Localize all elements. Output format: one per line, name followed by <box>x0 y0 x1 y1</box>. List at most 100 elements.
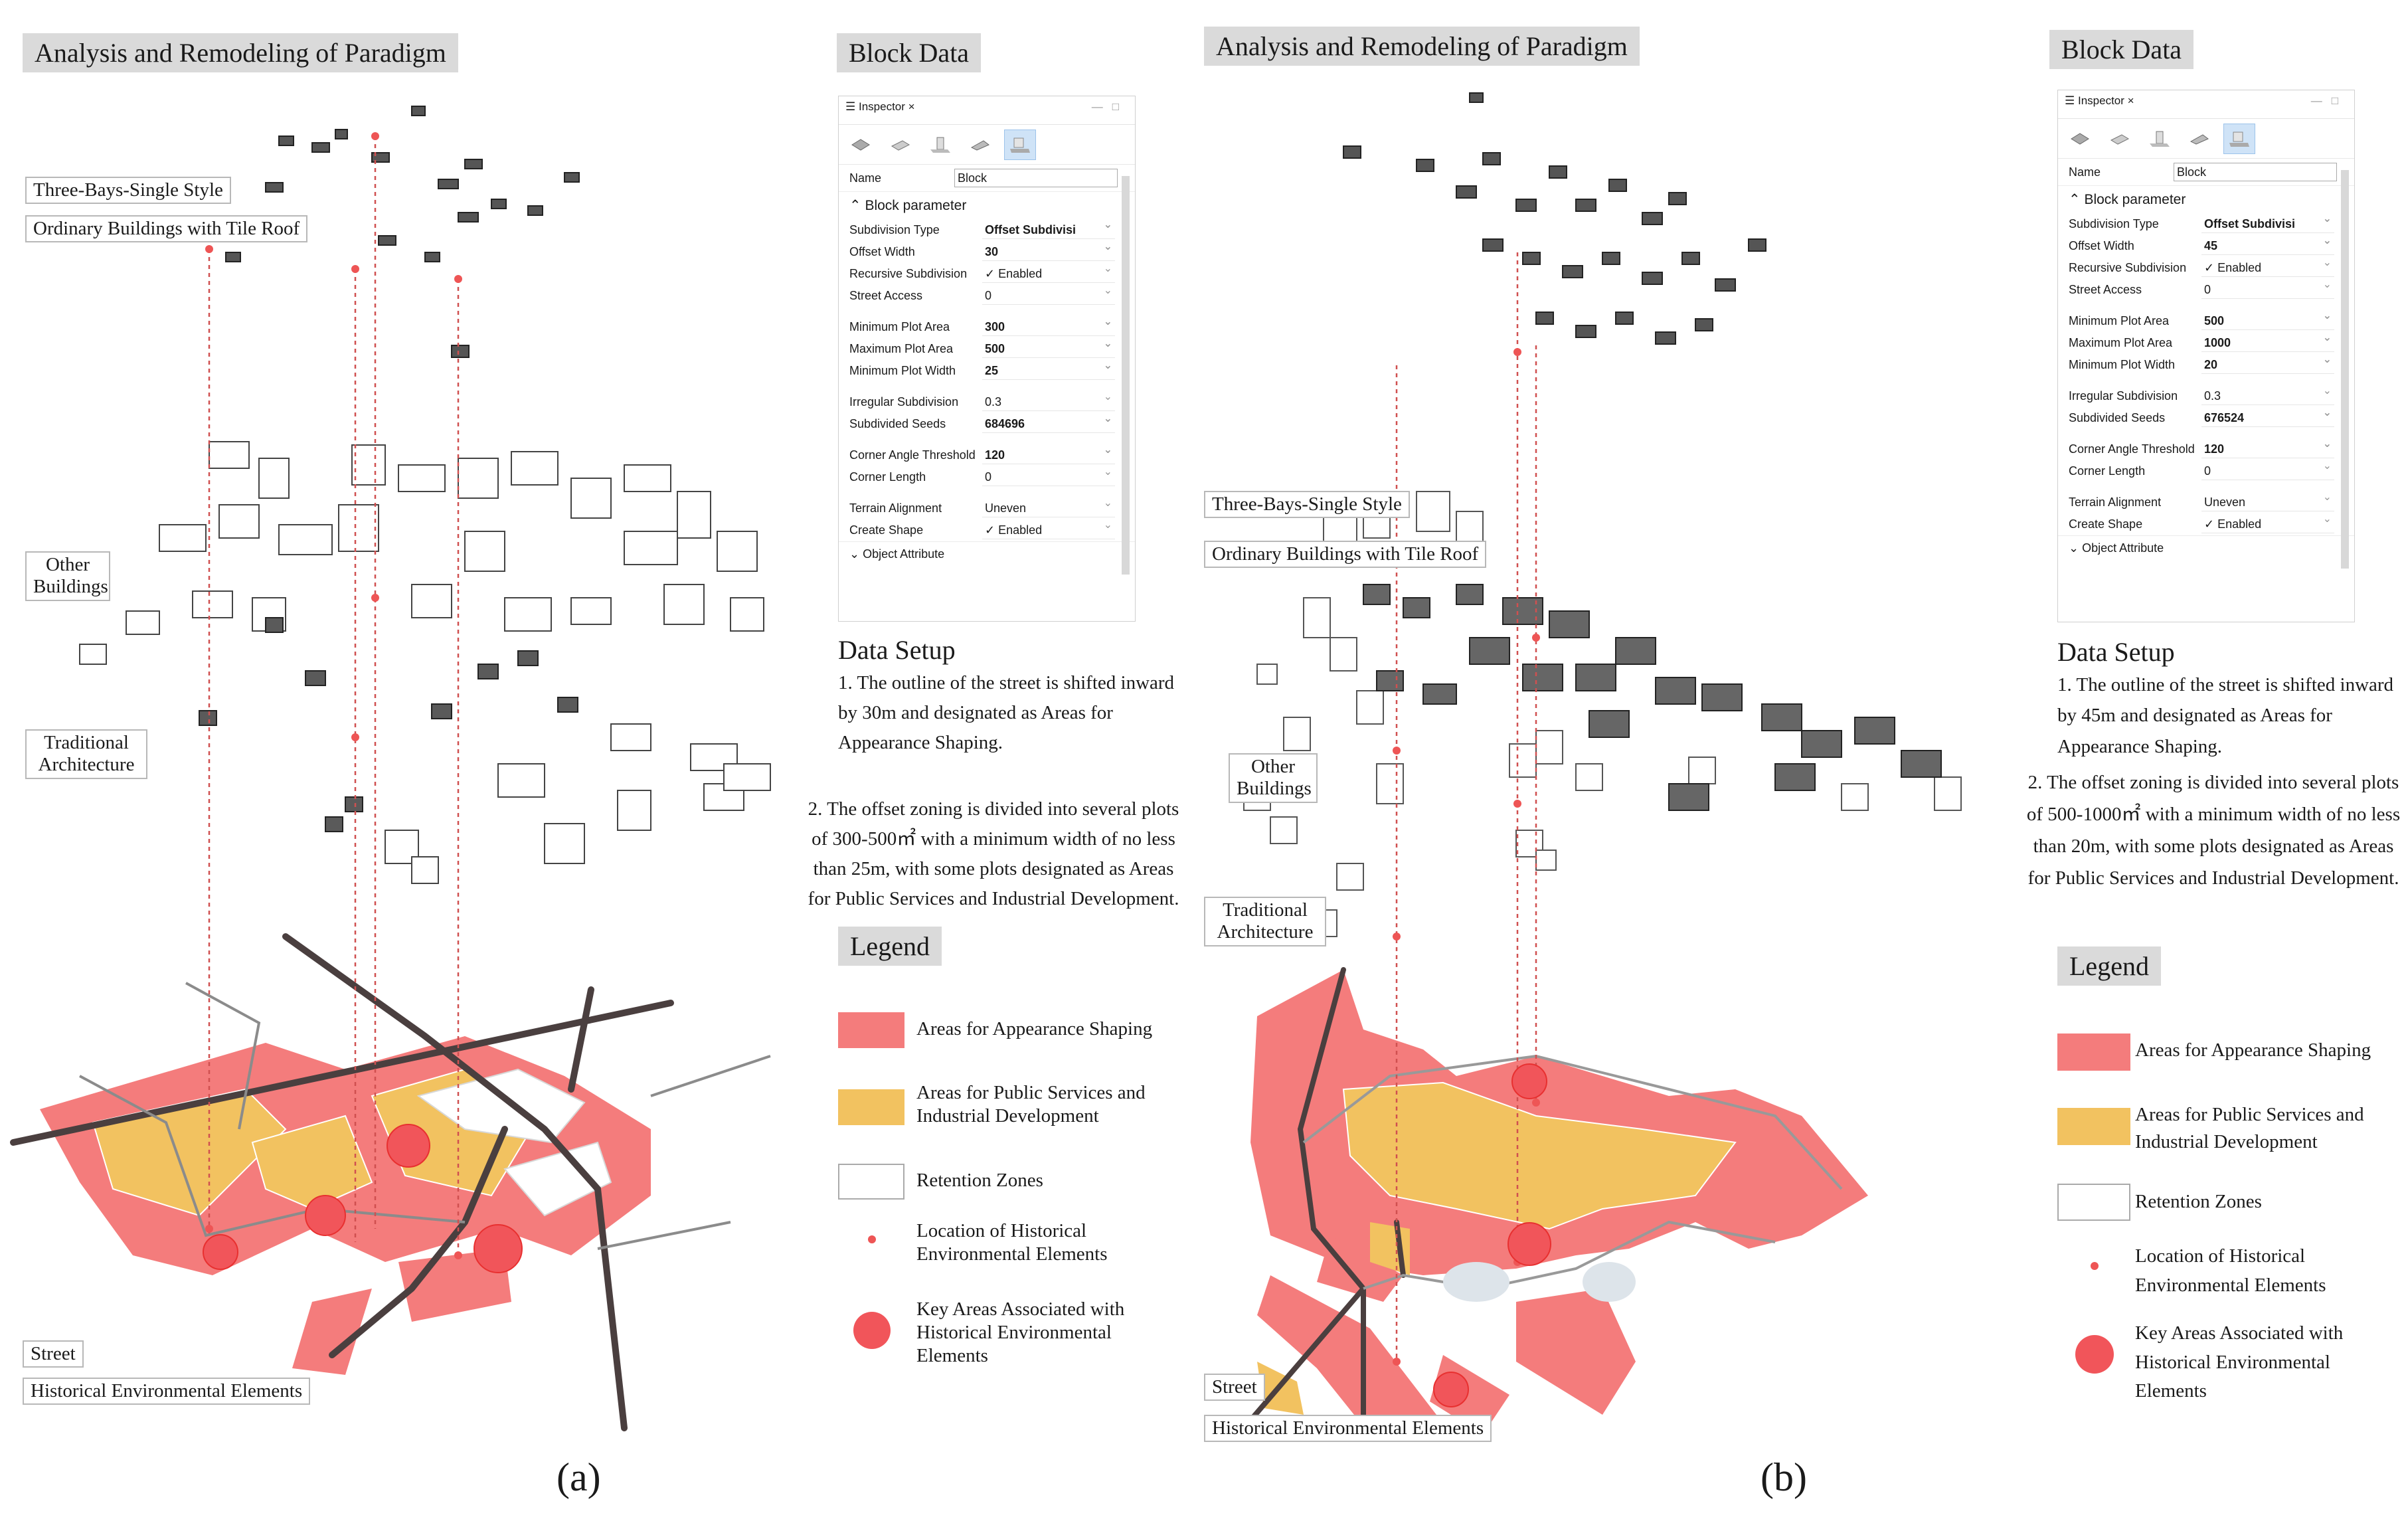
scrollbar[interactable] <box>2341 170 2349 569</box>
param-group-gap <box>2058 376 2354 385</box>
label-other-buildings: Other Buildings <box>25 551 110 601</box>
legend-historical: Location of Historical Environmental Ele… <box>916 1220 1108 1265</box>
legend-retention: Retention Zones <box>2135 1191 2262 1212</box>
legend-retention: Retention Zones <box>916 1170 1043 1191</box>
param-value-dropdown[interactable]: 30 <box>982 240 1115 261</box>
object-attribute-section[interactable]: ⌄ Object Attribute <box>2058 535 2354 561</box>
param-value-dropdown[interactable]: 676524 <box>2201 406 2334 427</box>
param-value-dropdown[interactable]: 300 <box>982 315 1115 336</box>
block-parameter-icon[interactable] <box>2223 124 2255 154</box>
close-icon[interactable]: × <box>908 100 915 113</box>
window-controls[interactable]: —□ <box>2310 94 2348 107</box>
caption-a: (a) <box>557 1455 601 1499</box>
param-label: Terrain Alignment <box>2069 495 2162 509</box>
block-parameter-section[interactable]: ⌃ Block parameter <box>2058 185 2354 213</box>
param-label: Irregular Subdivision <box>2069 389 2178 403</box>
name-input[interactable]: Block <box>2174 163 2338 181</box>
panel-title: Analysis and Remodeling of Paradigm <box>23 33 458 72</box>
param-value-dropdown[interactable]: 684696 <box>982 412 1115 433</box>
param-value-dropdown[interactable]: ✓ Enabled <box>2201 256 2334 277</box>
name-row: Name Block <box>2058 159 2354 185</box>
data-setup-2: 2. The offset zoning is divided into sev… <box>2026 772 2401 889</box>
other-buildings-a <box>79 441 771 884</box>
param-label: Irregular Subdivision <box>849 395 959 408</box>
param-label: Subdivided Seeds <box>2069 411 2166 424</box>
param-value-dropdown[interactable]: Offset Subdivisi <box>982 218 1115 239</box>
param-label: Street Access <box>849 289 923 302</box>
data-setup-1: 1. The outline of the street is shifted … <box>838 672 1175 753</box>
name-input[interactable]: Block <box>954 169 1118 187</box>
label-historical-elements: Historical Environmental Elements <box>1204 1415 1492 1443</box>
param-row: Irregular Subdivision 0.3 <box>2058 384 2354 407</box>
shape-icon[interactable] <box>965 130 995 159</box>
label-traditional-architecture: Traditional Architecture <box>1204 897 1326 946</box>
layers-icon[interactable] <box>2065 124 2095 153</box>
param-value-dropdown[interactable]: 120 <box>2201 437 2334 458</box>
scrollbar[interactable] <box>1122 176 1130 575</box>
param-value-dropdown[interactable]: 1000 <box>2201 331 2334 352</box>
key-areas-b <box>1433 1063 1551 1407</box>
label-three-bays: Three-Bays-Single Style <box>25 177 231 205</box>
block-parameter-section[interactable]: ⌃ Block parameter <box>839 191 1135 219</box>
swatch-appearance <box>838 1012 904 1048</box>
swatch-historical-dot <box>2091 1262 2099 1270</box>
param-label: Corner Length <box>849 470 926 484</box>
label-ordinary-buildings: Ordinary Buildings with Tile Roof <box>25 215 308 243</box>
param-row: Create Shape✓ Enabled <box>839 518 1135 541</box>
diagram-a-graphics <box>10 106 771 1431</box>
param-label: Street Access <box>2069 283 2142 296</box>
param-value-dropdown[interactable]: 500 <box>2201 309 2334 330</box>
object-attribute-section[interactable]: ⌄ Object Attribute <box>839 541 1135 567</box>
block-icon[interactable] <box>2105 124 2135 153</box>
param-value-dropdown[interactable]: 0.3 <box>2201 384 2334 405</box>
param-value-dropdown[interactable]: 45 <box>2201 234 2334 255</box>
param-value-dropdown[interactable]: ✓ Enabled <box>982 518 1115 539</box>
tile-roof-buildings-a <box>225 106 580 358</box>
lot-icon[interactable] <box>2144 124 2175 153</box>
shape-icon[interactable] <box>2184 124 2215 153</box>
param-group-gap <box>2058 482 2354 492</box>
name-row: Name Block <box>839 165 1135 191</box>
param-label: Minimum Plot Area <box>849 320 950 333</box>
block-parameter-icon[interactable] <box>1004 130 1036 160</box>
block-icon[interactable] <box>885 130 916 159</box>
window-controls[interactable]: —□ <box>1091 100 1128 113</box>
param-row: Recursive Subdivision✓ Enabled <box>2058 256 2354 279</box>
param-value-dropdown[interactable]: 20 <box>2201 353 2334 374</box>
swatch-public <box>838 1089 904 1125</box>
param-value-dropdown[interactable]: ✓ Enabled <box>982 262 1115 283</box>
base-map-a <box>10 933 771 1431</box>
inspector-tab[interactable]: ☰ Inspector × —□ <box>839 96 1135 125</box>
param-value-dropdown[interactable]: 0.3 <box>982 390 1115 411</box>
inspector-tab[interactable]: ☰ Inspector × —□ <box>2058 90 2354 119</box>
lot-icon[interactable] <box>925 130 956 159</box>
param-value-dropdown[interactable]: 0 <box>2201 459 2334 480</box>
param-row: Minimum Plot Area 300 <box>839 315 1135 338</box>
param-value-dropdown[interactable]: 500 <box>982 337 1115 358</box>
param-value-dropdown[interactable]: Uneven <box>982 496 1115 517</box>
close-icon[interactable]: × <box>2127 94 2134 107</box>
caption-b: (b) <box>1761 1455 1807 1499</box>
swatch-appearance <box>2057 1033 2130 1071</box>
param-label: Corner Length <box>2069 464 2146 478</box>
inspector-window: ☰ Inspector × —□ Name Block ⌃ Block para… <box>2057 90 2355 622</box>
param-value-dropdown[interactable]: 120 <box>982 443 1115 464</box>
swatch-key-area <box>2075 1335 2114 1374</box>
param-value-dropdown[interactable]: Offset Subdivisi <box>2201 212 2334 233</box>
swatch-retention <box>2057 1184 2130 1221</box>
layers-icon[interactable] <box>845 130 876 159</box>
param-value-dropdown[interactable]: 0 <box>2201 278 2334 299</box>
param-value-dropdown[interactable]: 25 <box>982 359 1115 380</box>
data-setup-1: 1. The outline of the street is shifted … <box>2057 674 2394 757</box>
param-value-dropdown[interactable]: ✓ Enabled <box>2201 512 2334 533</box>
param-value-dropdown[interactable]: Uneven <box>2201 490 2334 511</box>
inspector-window: ☰ Inspector × —□ Name Block ⌃ Block para… <box>838 96 1136 622</box>
param-value-dropdown[interactable]: 0 <box>982 465 1115 486</box>
param-value-dropdown[interactable]: 0 <box>982 284 1115 305</box>
